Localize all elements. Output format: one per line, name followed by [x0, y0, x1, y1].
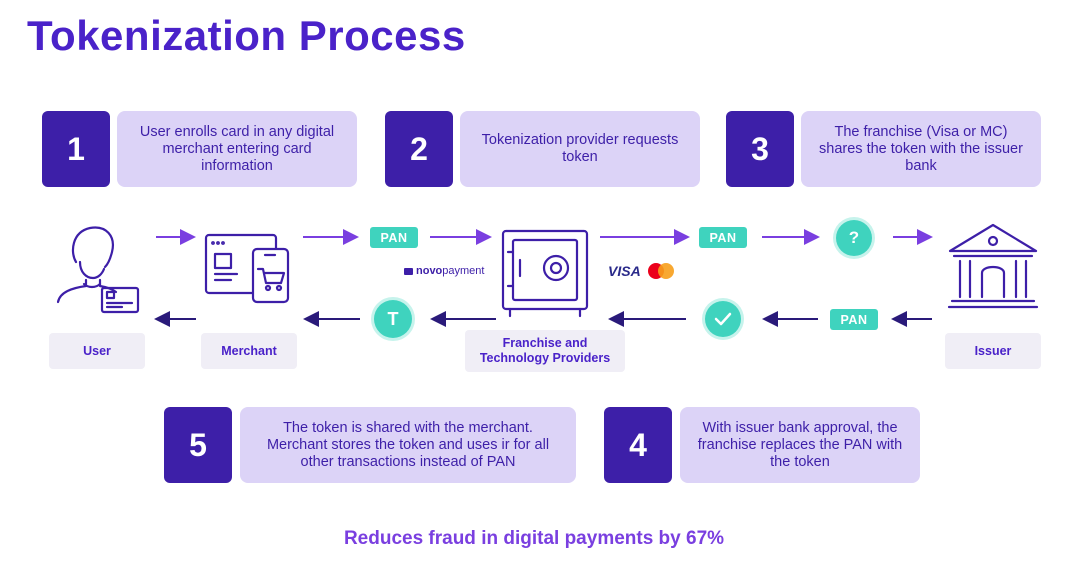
safe-icon: [501, 229, 589, 318]
check-icon: [705, 301, 741, 337]
visa-logo: VISA: [608, 263, 641, 279]
question-icon: ?: [836, 220, 872, 256]
novopayment-mark: [404, 267, 413, 275]
merchant-icon: [204, 233, 290, 304]
novopayment-logo: novopayment: [404, 265, 484, 277]
step-4-number: 4: [604, 407, 672, 483]
step-2-number: 2: [385, 111, 453, 187]
step-2-text: Tokenization provider requests token: [460, 111, 700, 187]
pan-badge-1: PAN: [370, 227, 418, 248]
user-icon: [56, 226, 140, 314]
step-3-text: The franchise (Visa or MC) shares the to…: [801, 111, 1041, 187]
step-1-text: User enrolls card in any digital merchan…: [117, 111, 357, 187]
token-icon: T: [374, 300, 412, 338]
step-4-text: With issuer bank approval, the franchise…: [680, 407, 920, 483]
merchant-label: Merchant: [201, 333, 297, 369]
page-title: Tokenization Process: [27, 12, 466, 59]
card-brands-logo: VISA: [608, 262, 675, 280]
step-1-number: 1: [42, 111, 110, 187]
franchise-label: Franchise and Technology Providers: [465, 330, 625, 372]
fraud-reduction-note: Reduces fraud in digital payments by 67%: [343, 528, 725, 549]
bank-icon: [947, 223, 1039, 309]
step-5-number: 5: [164, 407, 232, 483]
pan-badge-3: PAN: [830, 309, 878, 330]
user-label: User: [49, 333, 145, 369]
pan-badge-2: PAN: [699, 227, 747, 248]
step-5-text: The token is shared with the merchant. M…: [240, 407, 576, 483]
issuer-label: Issuer: [945, 333, 1041, 369]
step-3-number: 3: [726, 111, 794, 187]
mastercard-logo: [647, 263, 674, 279]
